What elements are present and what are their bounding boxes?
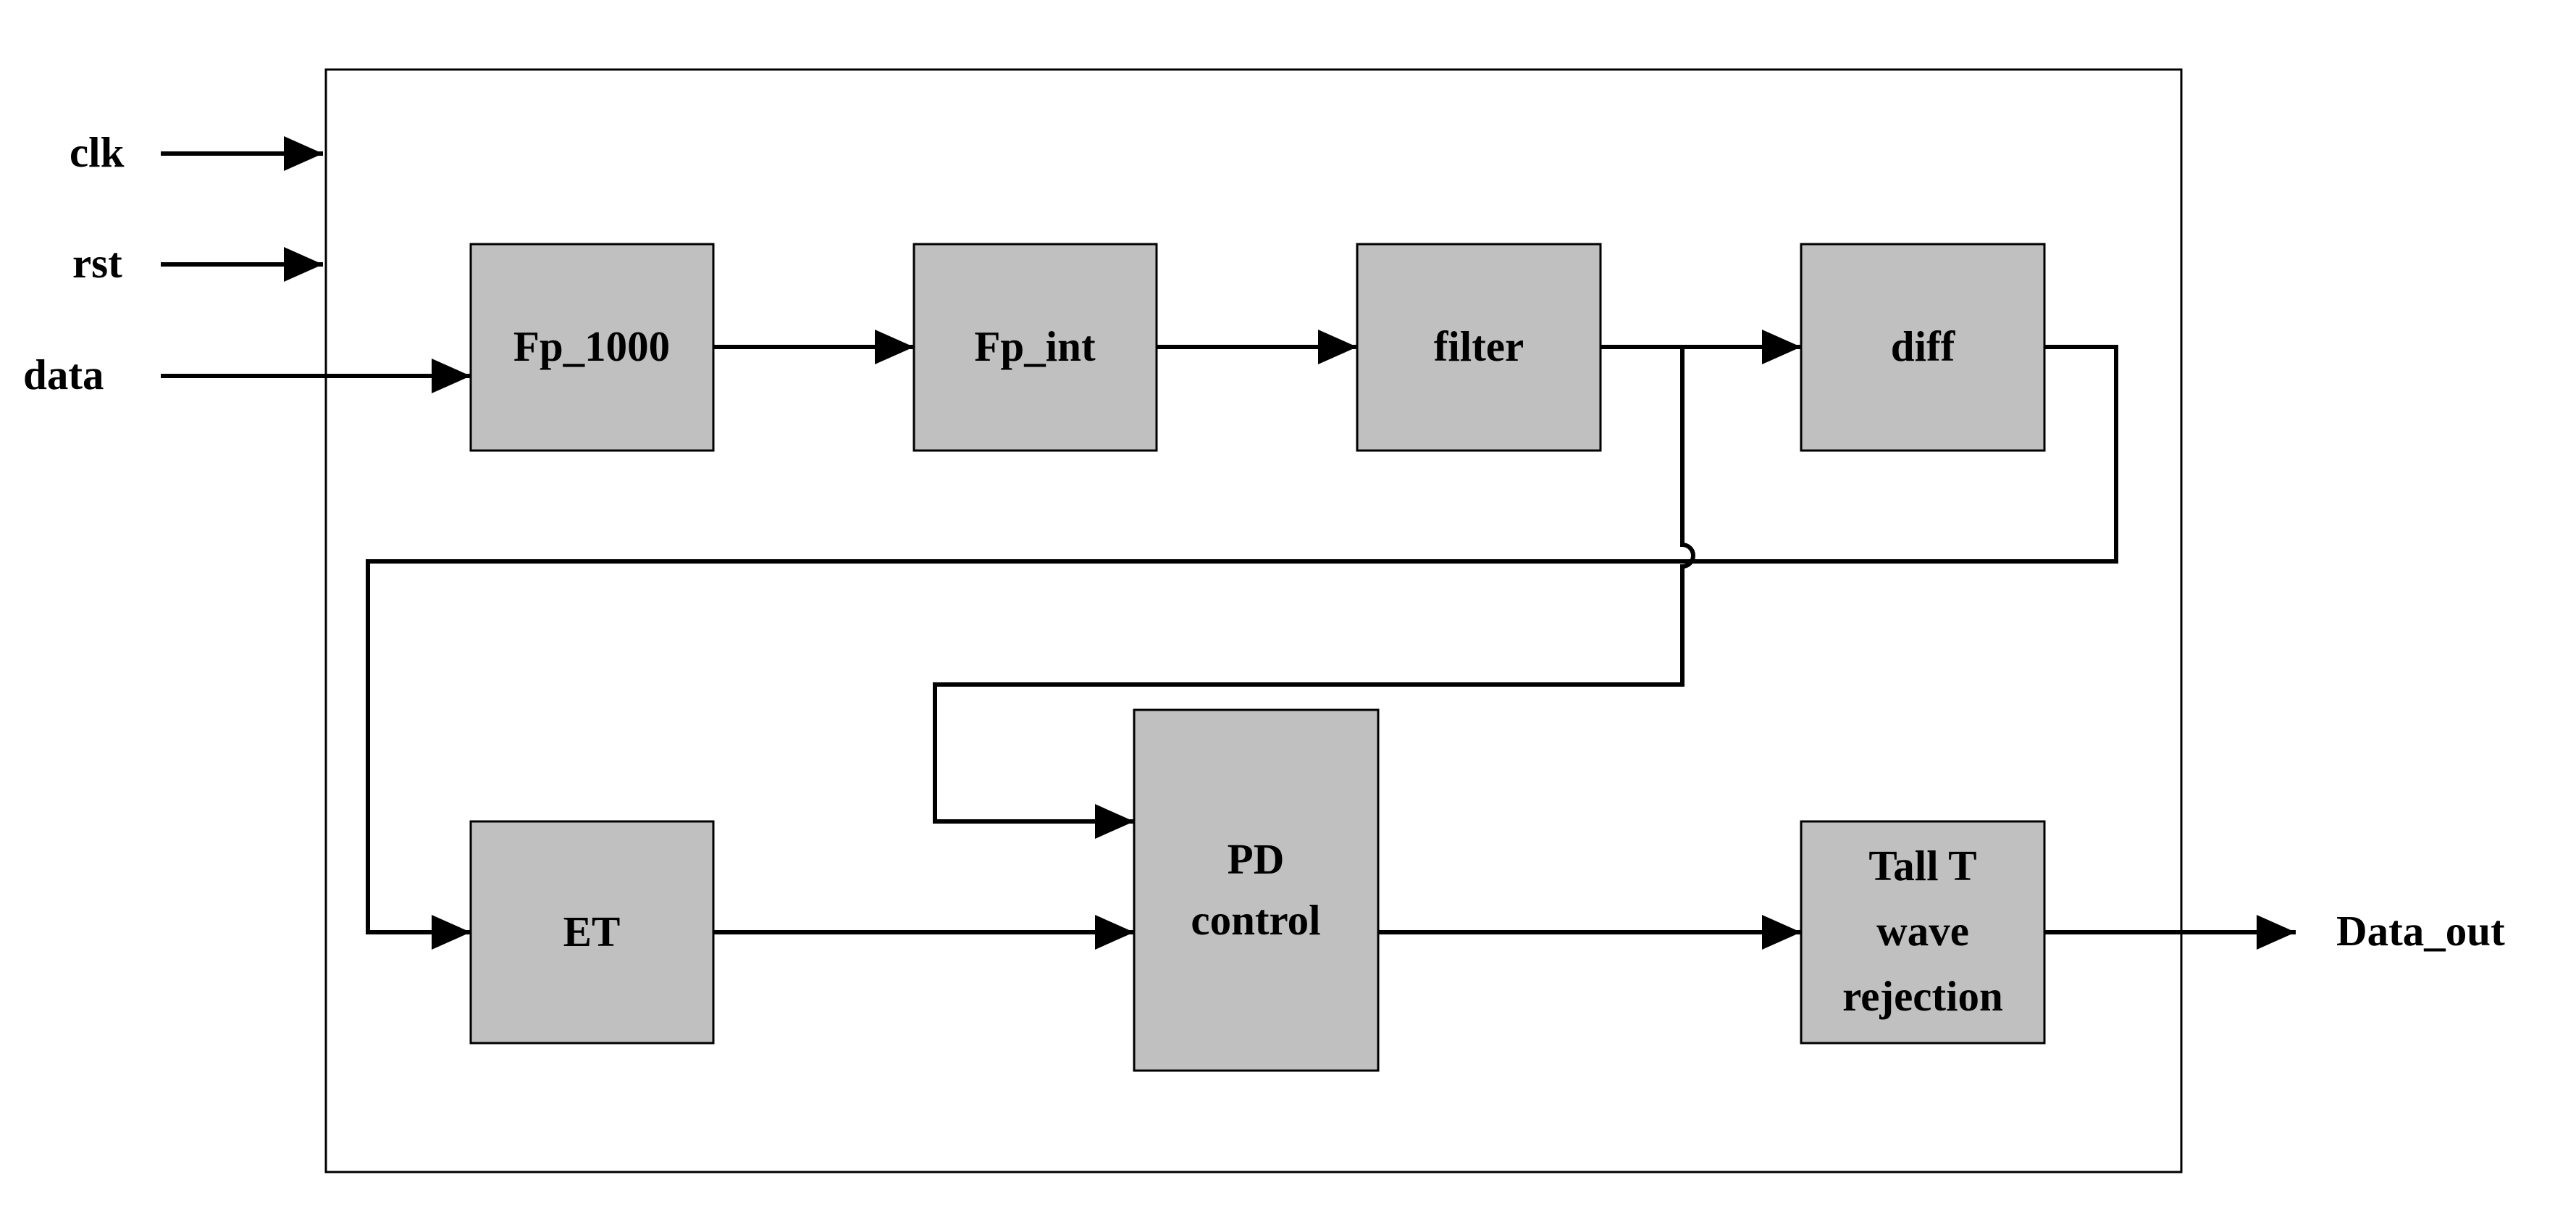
tall-t-wave-rejection-block: Tall T wave rejection <box>1800 820 2046 1045</box>
tallt-label-line2: wave <box>1876 907 1969 955</box>
diff-block: diff <box>1800 243 2046 452</box>
tallt-label-line3: rejection <box>1842 972 2003 1020</box>
pd-control-block: PD control <box>1133 708 1380 1072</box>
diff-label: diff <box>1891 322 1956 370</box>
fpint-block: Fp_int <box>912 243 1158 452</box>
clk-label: clk <box>70 128 125 176</box>
pd-label-line1: PD <box>1228 835 1285 883</box>
filter-to-pd-wire <box>933 347 1695 839</box>
pd-label-line2: control <box>1191 896 1320 944</box>
tallt-label-line1: Tall T <box>1868 842 1976 890</box>
fp1000-block: Fp_1000 <box>469 243 715 452</box>
et-label: ET <box>563 908 621 955</box>
data-label: data <box>23 351 104 398</box>
diff-to-et-wire <box>366 345 2118 950</box>
filter-label: filter <box>1434 322 1524 370</box>
filter-block: filter <box>1356 243 1602 452</box>
fpint-label: Fp_int <box>974 322 1096 370</box>
rst-label: rst <box>72 239 122 287</box>
et-block: ET <box>469 820 715 1045</box>
data-out-label: Data_out <box>2336 907 2505 955</box>
fp1000-label: Fp_1000 <box>513 322 670 370</box>
